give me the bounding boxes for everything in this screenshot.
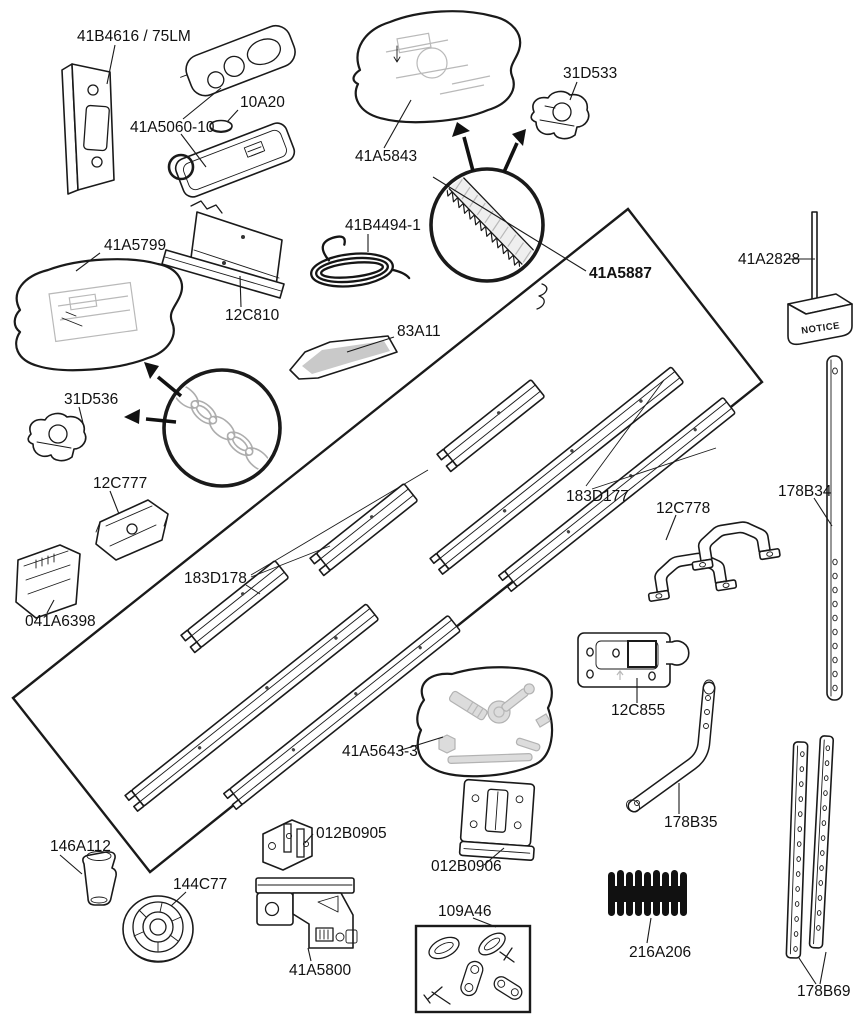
part-curved-door-arm [626,679,716,813]
part-label-safety-bracket: 012B0905 [316,825,387,842]
part-parts-blanket-top [352,10,522,124]
leader-remote-bottom [180,133,207,168]
leader-wall-console [106,44,116,85]
leader-blanket-top [383,99,412,149]
part-label-battery: 10A20 [240,94,285,111]
arrow-to-trolley-stop-left [124,409,177,424]
leader-remote-top [182,87,222,120]
part-rail-clamp [95,499,169,561]
rail-layout-panel [11,207,764,874]
leader-hardware-bag [397,736,444,752]
part-parts-blanket-left [13,258,184,372]
chain-closeup-circle [162,368,282,488]
part-label-spring: 216A206 [629,944,691,961]
part-label-curved-door-arm: 178B35 [664,814,717,831]
part-label-trolley-assembly: 41A5800 [289,962,351,979]
leader-blanket-left [75,252,101,272]
part-label-hanger-bar: 178B34 [778,483,832,500]
part-trolley-stop-right [530,90,590,140]
part-grease-strip [289,335,398,380]
part-label-header-bracket: 12C810 [225,307,280,324]
part-label-labels-sheet: 041A6398 [25,613,96,630]
part-door-bracket-plate [577,632,690,688]
part-safety-bracket [262,819,313,871]
leaders-perforated-angles [798,951,827,985]
part-label-trolley-stop-right: 31D533 [563,65,617,82]
part-battery [209,119,233,133]
part-label-rail-long: 183D177 [566,488,629,505]
part-header-bracket [161,200,285,299]
belt-closeup-circle [429,167,548,310]
part-label-bell-wire: 41B4494-1 [345,217,421,234]
part-label-hardware-bag: 41A5643-3 [342,743,418,760]
part-labels-sheet [15,544,81,619]
leader-chain-spreader [59,854,83,875]
part-label-trolley-stop-left: 31D536 [64,391,118,408]
arrow-to-blanket-left [144,362,183,398]
leader-rail-clamp [109,490,120,515]
part-label-chain-spreader: 146A112 [50,838,111,855]
part-caution-sign: NOTICE [787,211,853,346]
part-perforated-angles [785,735,835,959]
part-label-grease-strip: 83A11 [397,323,441,340]
part-label-idler-pulley: 144C77 [173,876,227,893]
leader-wall-mount-plate [483,847,505,866]
leader-safety-bracket [304,833,314,844]
part-label-rail-belt-closeup: 41A5887 [589,265,652,282]
rail-short-segment [436,378,546,473]
part-bell-wire [310,235,411,288]
part-hanger-bar [826,355,843,701]
leader-master-links-kit [472,917,497,928]
leader-battery [226,109,239,123]
part-remote-top-shell [180,24,296,97]
part-chain-spreader [82,851,117,906]
part-u-brackets [642,516,782,603]
caution-sign-text: NOTICE [801,320,841,336]
part-wall-mount-plate [458,778,536,862]
key-ring [167,153,195,181]
leader-labels-sheet [46,599,55,614]
leader-idler-pulley [170,891,187,907]
blanket-arrow-mark [393,45,401,63]
part-label-visor-remote: 41A5060-10 [130,119,215,136]
part-label-caution-sign: 41A2828 [738,251,800,268]
part-label-wall-mount-plate: 012B0906 [431,858,502,875]
leaders-rail-long [585,379,717,490]
leader-u-brackets [665,514,677,541]
arrow-to-trolley-stop-right [502,129,526,173]
part-spring [608,870,687,916]
part-master-links-kit [414,924,532,1014]
leader-spring [646,917,652,944]
leader-header-bracket [239,275,242,308]
leader-hanger-bar [813,497,833,527]
leader-trolley-assembly [307,947,312,962]
part-label-door-bracket-plate: 12C855 [611,702,665,719]
part-trolley-stop-left [27,412,87,462]
part-label-perforated-angles: 178B69 [797,983,850,1000]
part-label-u-brackets: 12C778 [656,500,710,517]
leaders-rail-short [245,469,429,595]
arrow-to-blanket-top [452,122,475,172]
part-label-master-links-kit: 109A46 [438,903,491,920]
belt-squiggle-end [536,283,548,310]
leader-trolley-stop-left [78,406,84,424]
part-label-rail-short: 183D178 [184,570,247,587]
part-label-rail-clamp: 12C777 [93,475,147,492]
part-label-parts-blanket-top: 41A5843 [355,148,417,165]
leader-grease-strip [346,336,395,353]
part-label-parts-blanket-left: 41A5799 [104,237,166,254]
rail-short-segment [309,482,419,577]
leader-belt-closeup [432,176,587,272]
part-label-wall-console: 41B4616 / 75LM [77,28,191,45]
part-wall-console [61,63,115,195]
leader-trolley-stop-right [569,81,578,101]
part-trolley-assembly [255,877,358,949]
part-idler-pulley [122,895,194,963]
part-hardware-bag [416,666,554,778]
part-remote-bottom-case [167,122,296,198]
